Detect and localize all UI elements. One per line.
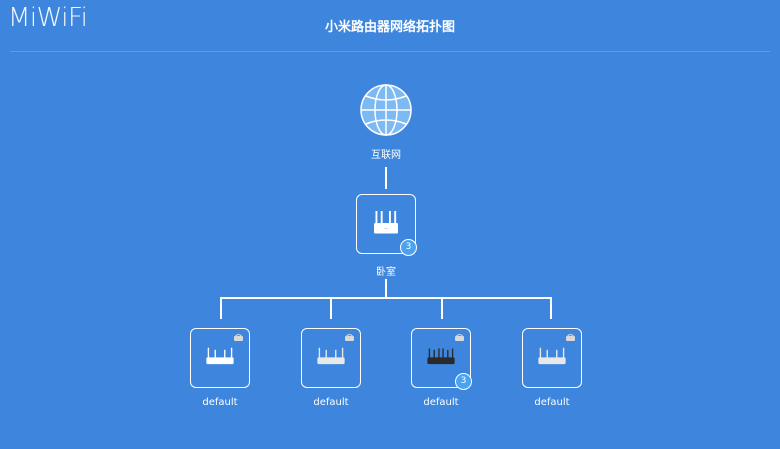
child-router-node-3[interactable]: 3 [411,328,472,390]
child-router-node-1[interactable] [190,328,250,388]
miwifi-logo: MiWiFi [8,3,88,33]
mesh-icon [566,334,575,341]
child-router-label-1: default [202,397,238,408]
internet-label: 互联网 [371,150,401,161]
connector-child-1 [220,297,222,319]
router-icon [317,347,345,365]
child-router-label-3: default [423,397,459,408]
child-router-label-4: default [534,397,570,408]
connector-internet [385,167,387,189]
main-router-node[interactable]: 3 [356,194,417,256]
child-router-node-2[interactable] [301,328,361,388]
child-router-label-2: default [313,397,349,408]
mesh-icon [345,334,354,341]
connector-horizontal [220,297,551,299]
router-icon [374,211,398,234]
globe-icon[interactable] [360,84,412,136]
connector-child-2 [330,297,332,319]
router-icon [206,347,234,365]
router-icon [538,347,566,365]
main-router-label: 卧室 [376,267,396,278]
connector-child-3 [441,297,443,319]
connector-main-down [385,279,387,298]
device-count-badge: 3 [455,373,472,390]
header-divider [10,51,770,52]
mesh-icon [234,334,243,341]
device-count-badge: 3 [400,239,417,256]
mesh-icon [455,334,464,341]
router-icon [427,348,455,365]
connector-child-4 [550,297,552,319]
page-title: 小米路由器网络拓扑图 [324,20,455,35]
child-router-node-4[interactable] [522,328,582,388]
